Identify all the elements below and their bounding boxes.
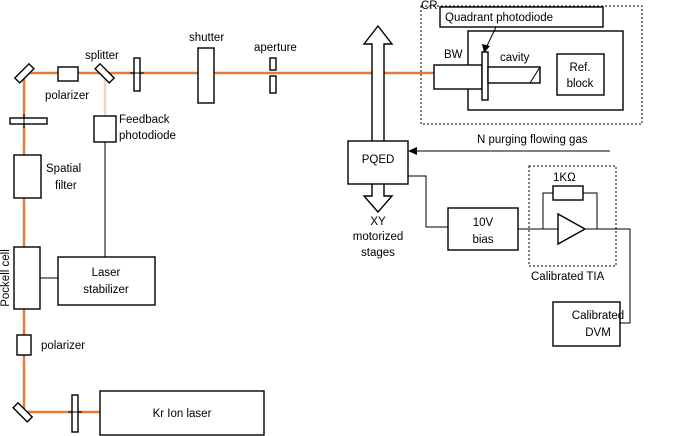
cr-label: CR <box>421 0 438 12</box>
xy-stages-label-3: stages <box>361 247 395 259</box>
pqed-label: PQED <box>362 154 395 166</box>
xy-stages-label-2: motorized <box>353 231 404 243</box>
ref-block-label-1: Ref. <box>569 62 590 74</box>
tia-feedback-wire <box>542 192 553 229</box>
quadrant-element <box>481 51 489 101</box>
kr-ion-laser-label: Kr Ion laser <box>153 408 212 420</box>
laser-stabilizer-label-2: stabilizer <box>83 284 129 296</box>
shutter-box <box>197 47 215 104</box>
bias-label: bias <box>472 234 493 246</box>
laser-stabilizer-box <box>57 256 156 306</box>
pqed-box <box>347 140 409 185</box>
spatial-filter-box <box>13 154 42 199</box>
aperture-bottom-blade <box>269 75 277 94</box>
waveplate-top <box>133 57 141 92</box>
mirror-bottom-left <box>12 401 34 423</box>
pqed-bias-wire <box>408 175 448 228</box>
resistor-1k <box>552 185 584 201</box>
tia-amplifier <box>557 212 587 246</box>
cavity-end <box>529 66 541 84</box>
waveplate-bottom <box>71 394 79 433</box>
polarizer-top-label: polarizer <box>45 90 89 102</box>
waveplate-left <box>9 117 48 125</box>
feedback-photodiode-box <box>93 115 117 143</box>
aperture-top-blade <box>269 57 277 71</box>
tia-boundary <box>528 165 617 267</box>
aperture-label: aperture <box>254 42 297 54</box>
polarizer-bottom-box <box>16 334 32 356</box>
pockell-cell-label: Pockell cell <box>0 249 12 307</box>
polarizer-bottom-label: polarizer <box>41 340 85 352</box>
calibrated-dvm-box <box>552 301 621 347</box>
polarizer-top-box <box>57 66 79 82</box>
quadrant-photodiode-label: Quadrant photodiode <box>445 12 553 24</box>
calibrated-dvm-label-2: DVM <box>585 327 611 339</box>
feedback-photodiode-label-1: Feedback <box>119 114 170 126</box>
tia-feedback-wire-right <box>583 192 598 229</box>
quadrant-photodiode-label-box <box>439 6 604 28</box>
n-purging-arrowhead <box>408 147 417 155</box>
splitter-label: splitter <box>85 50 119 62</box>
laser-stabilizer-label-1: Laser <box>92 267 121 279</box>
resistor-label: 1KΩ <box>553 172 576 184</box>
quadrant-pointer <box>485 26 497 49</box>
spatial-filter-label-2: filter <box>55 180 77 192</box>
mirror-top-left <box>13 62 35 84</box>
quadrant-pointer-head <box>482 44 490 53</box>
splitter-element <box>94 62 116 84</box>
ref-block-label-2: block <box>567 78 594 90</box>
bw-box <box>433 64 483 90</box>
shutter-label: shutter <box>189 32 224 44</box>
xy-stages-label-1: XY <box>370 216 386 228</box>
bw-label: BW <box>444 49 463 61</box>
pockell-cell-box <box>13 246 41 310</box>
bias-10v-label: 10V <box>473 217 494 229</box>
tia-dvm-wire <box>585 228 631 324</box>
n-purging-label: N purging flowing gas <box>477 134 588 146</box>
cr-boundary <box>420 5 643 125</box>
calibrated-tia-label: Calibrated TIA <box>531 271 605 283</box>
calibrated-dvm-label-1: Calibrated <box>572 310 624 322</box>
cavity-tube <box>487 66 541 84</box>
bias-10v-box <box>447 207 519 251</box>
kr-ion-laser-box <box>99 390 265 436</box>
spatial-filter-label-1: Spatial <box>46 163 81 175</box>
feedback-photodiode-label-2: photodiode <box>119 130 176 142</box>
ref-block-box <box>556 53 605 96</box>
cavity-label: cavity <box>500 52 530 64</box>
xy-stage-arrow <box>362 24 394 214</box>
